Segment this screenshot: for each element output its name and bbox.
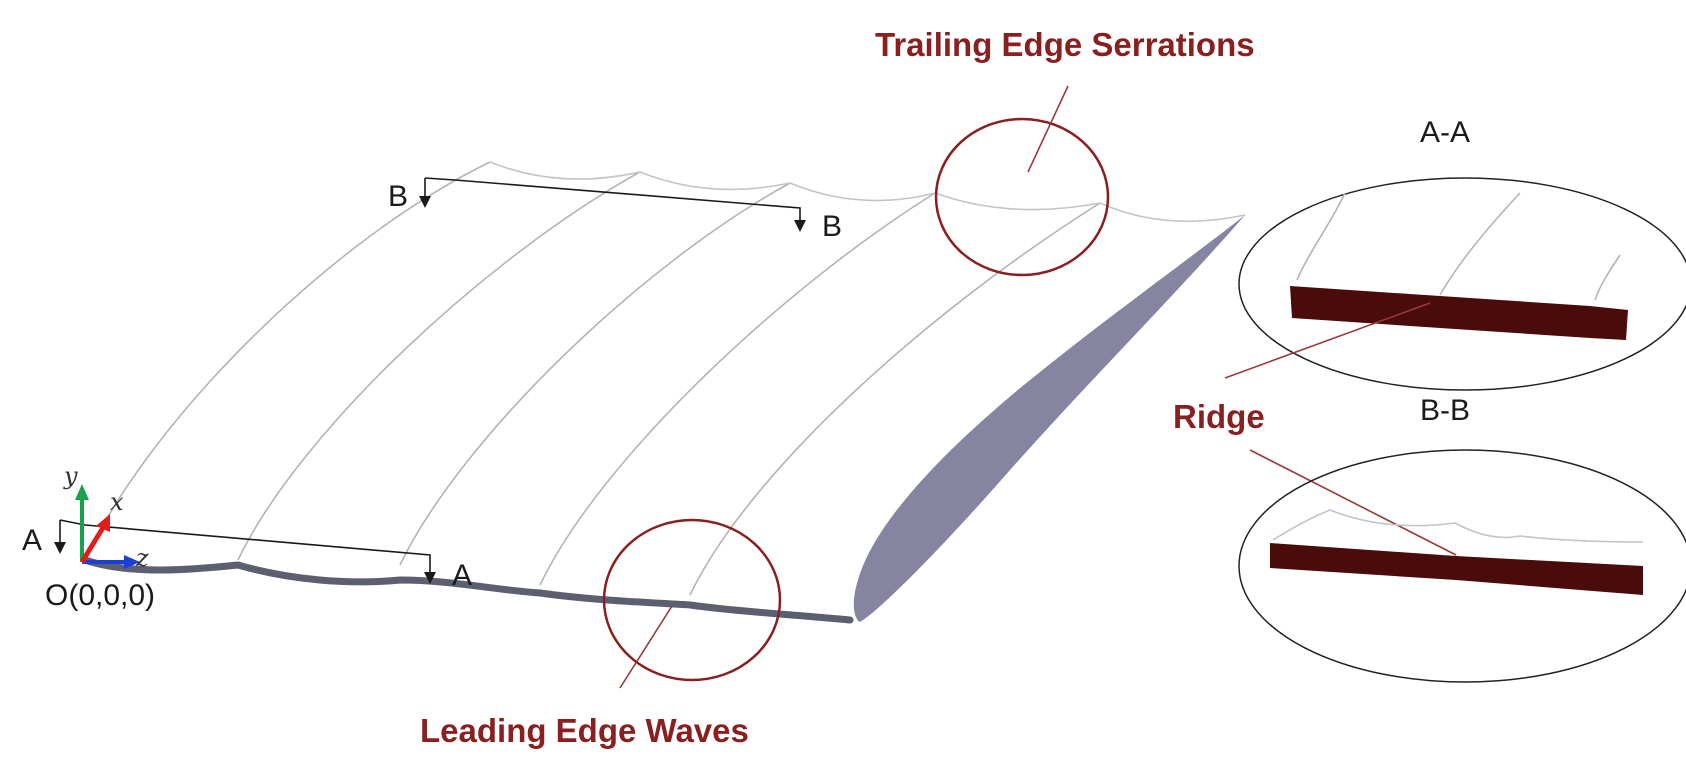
- wing-surface: [81, 161, 1246, 624]
- axis-x-label: x: [110, 488, 124, 516]
- arrow-head-b-left: [419, 196, 431, 208]
- leader-leading-edge: [619, 605, 673, 689]
- cut-label-a-left: A: [22, 524, 42, 557]
- section-profile-aa: [1290, 286, 1628, 340]
- rib-line: [689, 202, 1101, 596]
- callout-leading-edge: Leading Edge Waves: [420, 518, 782, 749]
- section-cut-b: B B: [388, 177, 842, 243]
- axis-x-arrowhead: [96, 514, 110, 532]
- rib-line: [539, 192, 936, 586]
- leading-edge-waves: [81, 556, 854, 624]
- leader-ridge-lower: [1249, 449, 1457, 556]
- section-profile-bb: [1270, 543, 1643, 595]
- section-serration-line: [1272, 509, 1644, 543]
- label-ridge: Ridge: [1173, 398, 1265, 435]
- axis-y-label: y: [63, 462, 78, 490]
- leader-trailing-edge: [1027, 85, 1069, 173]
- section-line-b: [424, 177, 801, 226]
- section-rib-line: [1439, 192, 1521, 296]
- label-trailing-edge-serrations: Trailing Edge Serrations: [875, 26, 1255, 63]
- section-title-aa: A-A: [1420, 116, 1470, 149]
- ridge-annotation: Ridge: [1173, 302, 1457, 556]
- section-line-a: [59, 519, 431, 577]
- coordinate-axes: y x z O(0,0,0): [45, 462, 155, 612]
- wing-tip-face: [853, 215, 1245, 622]
- cut-label-b-right: B: [822, 210, 842, 243]
- cut-label-b-left: B: [388, 180, 408, 213]
- rib-line: [237, 171, 641, 561]
- label-leading-edge-waves: Leading Edge Waves: [420, 712, 749, 749]
- callout-trailing-edge: Trailing Edge Serrations: [875, 26, 1255, 277]
- section-ellipse-aa: [1238, 177, 1686, 391]
- callout-circle-trailing-edge: [934, 117, 1110, 277]
- callout-circle-leading-edge: [602, 518, 782, 682]
- arrow-head-b-right: [794, 220, 806, 232]
- origin-label: O(0,0,0): [45, 579, 155, 612]
- section-title-bb: B-B: [1420, 394, 1470, 427]
- axis-x-arrow: [79, 524, 107, 564]
- section-view-aa: A-A: [1238, 116, 1686, 391]
- section-cut-a: A A: [22, 519, 472, 592]
- arrow-head-a-right: [424, 572, 436, 584]
- rib-line: [399, 182, 791, 566]
- cut-label-a-right: A: [452, 559, 472, 592]
- leader-ridge-upper: [1224, 302, 1431, 379]
- axis-y-arrowhead: [75, 484, 89, 500]
- axis-z-label: z: [135, 544, 149, 572]
- section-ellipse-bb: [1238, 449, 1686, 683]
- section-view-bb: B-B: [1238, 394, 1686, 683]
- section-rib-line: [1296, 192, 1346, 281]
- axis-z-arrowhead: [124, 555, 140, 569]
- arrow-head-a-left: [54, 542, 66, 554]
- section-rib-line: [1594, 254, 1621, 301]
- trailing-edge-serrations: [489, 161, 1246, 223]
